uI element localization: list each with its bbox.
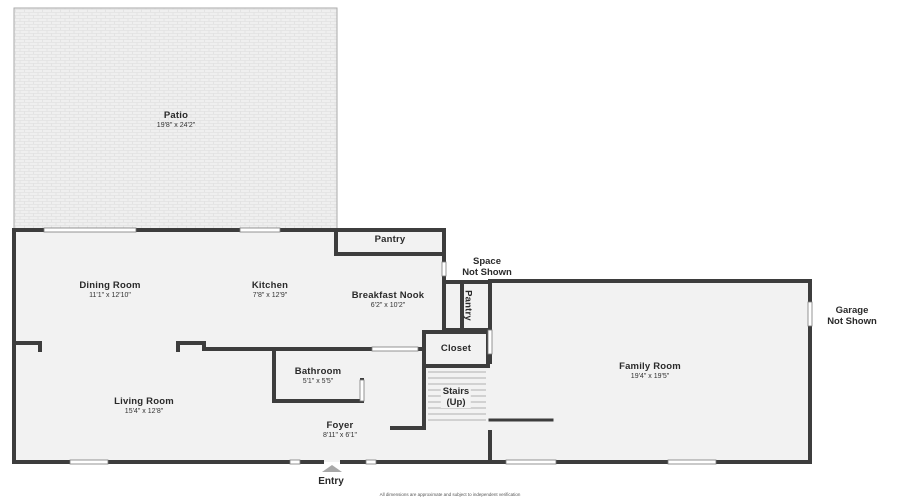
room-closet: Closet — [441, 343, 471, 354]
patio-area — [13, 7, 338, 231]
note-line: Garage — [835, 305, 869, 316]
room-name: Bathroom — [294, 366, 342, 377]
room-breakfast-nook: Breakfast Nook 6'2" x 10'2" — [352, 290, 425, 309]
note-line: Not Shown — [462, 267, 512, 278]
room-sub: (Up) — [446, 397, 466, 408]
room-name: Family Room — [619, 361, 681, 372]
room-name: Closet — [440, 343, 472, 354]
note-garage-not-shown: Garage Not Shown — [827, 305, 877, 327]
room-patio: Patio 19'8" x 24'2" — [157, 110, 195, 129]
room-dims: 15'4" x 12'8" — [124, 408, 164, 415]
room-name: Breakfast Nook — [351, 290, 425, 301]
note-space-not-shown: Space Not Shown — [462, 256, 512, 278]
room-name: Foyer — [326, 420, 354, 431]
room-dims: 19'8" x 24'2" — [156, 122, 196, 129]
room-stairs: Stairs (Up) — [440, 386, 472, 408]
room-dims: 6'2" x 10'2" — [370, 302, 406, 309]
room-dims: 11'1" x 12'10" — [89, 292, 131, 299]
windows — [43, 227, 813, 465]
room-dims: 5'1" x 5'5" — [302, 378, 334, 385]
room-name: Kitchen — [251, 280, 289, 291]
walls — [12, 228, 812, 464]
room-name: Dining Room — [79, 280, 141, 291]
entry-arrow-icon — [322, 465, 342, 472]
room-family: Family Room 19'4" x 19'5" — [619, 361, 681, 380]
room-name: Living Room — [114, 396, 174, 407]
room-name: Stairs — [442, 386, 470, 397]
disclaimer: All dimensions are approximate and subje… — [379, 492, 521, 497]
room-bathroom: Bathroom 5'1" x 5'5" — [295, 366, 341, 385]
room-name: Pantry — [462, 290, 474, 321]
room-kitchen: Kitchen 7'8" x 12'9" — [252, 280, 288, 299]
room-foyer: Foyer 8'11" x 6'1" — [323, 420, 357, 439]
room-dining: Dining Room 11'1" x 12'10" — [79, 280, 140, 299]
room-pantry-top: Pantry — [375, 234, 406, 245]
room-name: Pantry — [374, 234, 406, 245]
room-dims: 8'11" x 6'1" — [323, 432, 357, 439]
note-line: Not Shown — [827, 316, 877, 327]
note-line: Space — [472, 256, 501, 267]
room-pantry-side: Pantry — [463, 290, 474, 321]
entry-label: Entry — [318, 476, 344, 487]
room-name: Patio — [163, 110, 189, 121]
room-dims: 19'4" x 19'5" — [630, 373, 670, 380]
room-living: Living Room 15'4" x 12'8" — [114, 396, 174, 415]
floor-fill — [14, 230, 810, 462]
room-dims: 7'8" x 12'9" — [252, 292, 288, 299]
